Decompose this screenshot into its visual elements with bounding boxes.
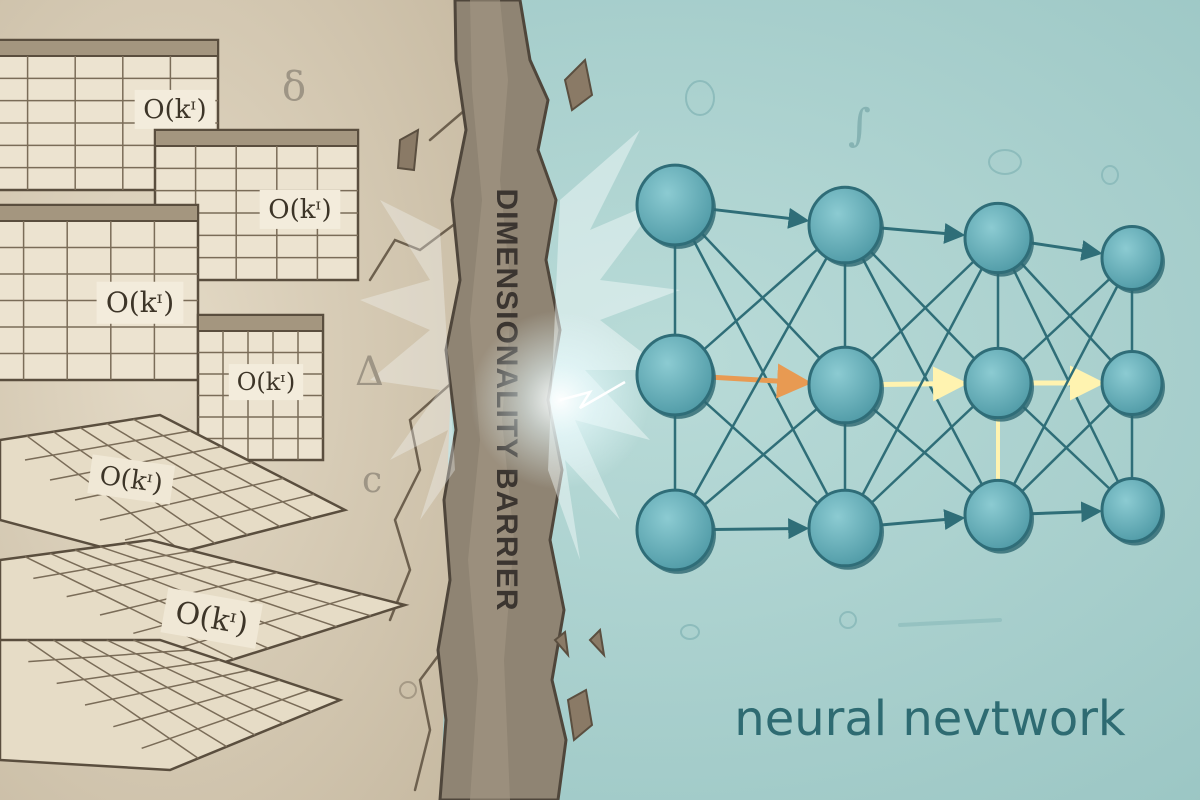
- network-node: [965, 203, 1031, 272]
- integral-glyph: ∫: [848, 100, 871, 151]
- table-panel: O(kᶦ): [198, 315, 323, 460]
- network-node: [637, 490, 713, 570]
- network-node: [809, 490, 881, 566]
- network-node: [809, 347, 881, 423]
- table-formula: O(kᶦ): [268, 195, 331, 225]
- table-formula: O(kᶦ): [106, 286, 174, 319]
- network-arrow: [713, 528, 805, 529]
- network-label: neural nevtwork: [734, 691, 1126, 747]
- network-node: [965, 348, 1031, 417]
- c-glyph: c: [362, 460, 382, 501]
- delta-glyph: δ: [282, 64, 306, 110]
- network-node: [637, 335, 713, 415]
- network-node: [809, 187, 881, 263]
- network-node: [1102, 227, 1162, 290]
- capital-delta-glyph: Δ: [355, 349, 384, 395]
- network-node: [965, 480, 1031, 549]
- network-node: [637, 165, 713, 245]
- network-node: [1102, 352, 1162, 415]
- network-node: [1102, 479, 1162, 542]
- table-formula: O(kᶦ): [237, 368, 296, 396]
- table-panel: O(kᶦ): [0, 205, 198, 380]
- table-formula: O(kᶦ): [143, 95, 206, 125]
